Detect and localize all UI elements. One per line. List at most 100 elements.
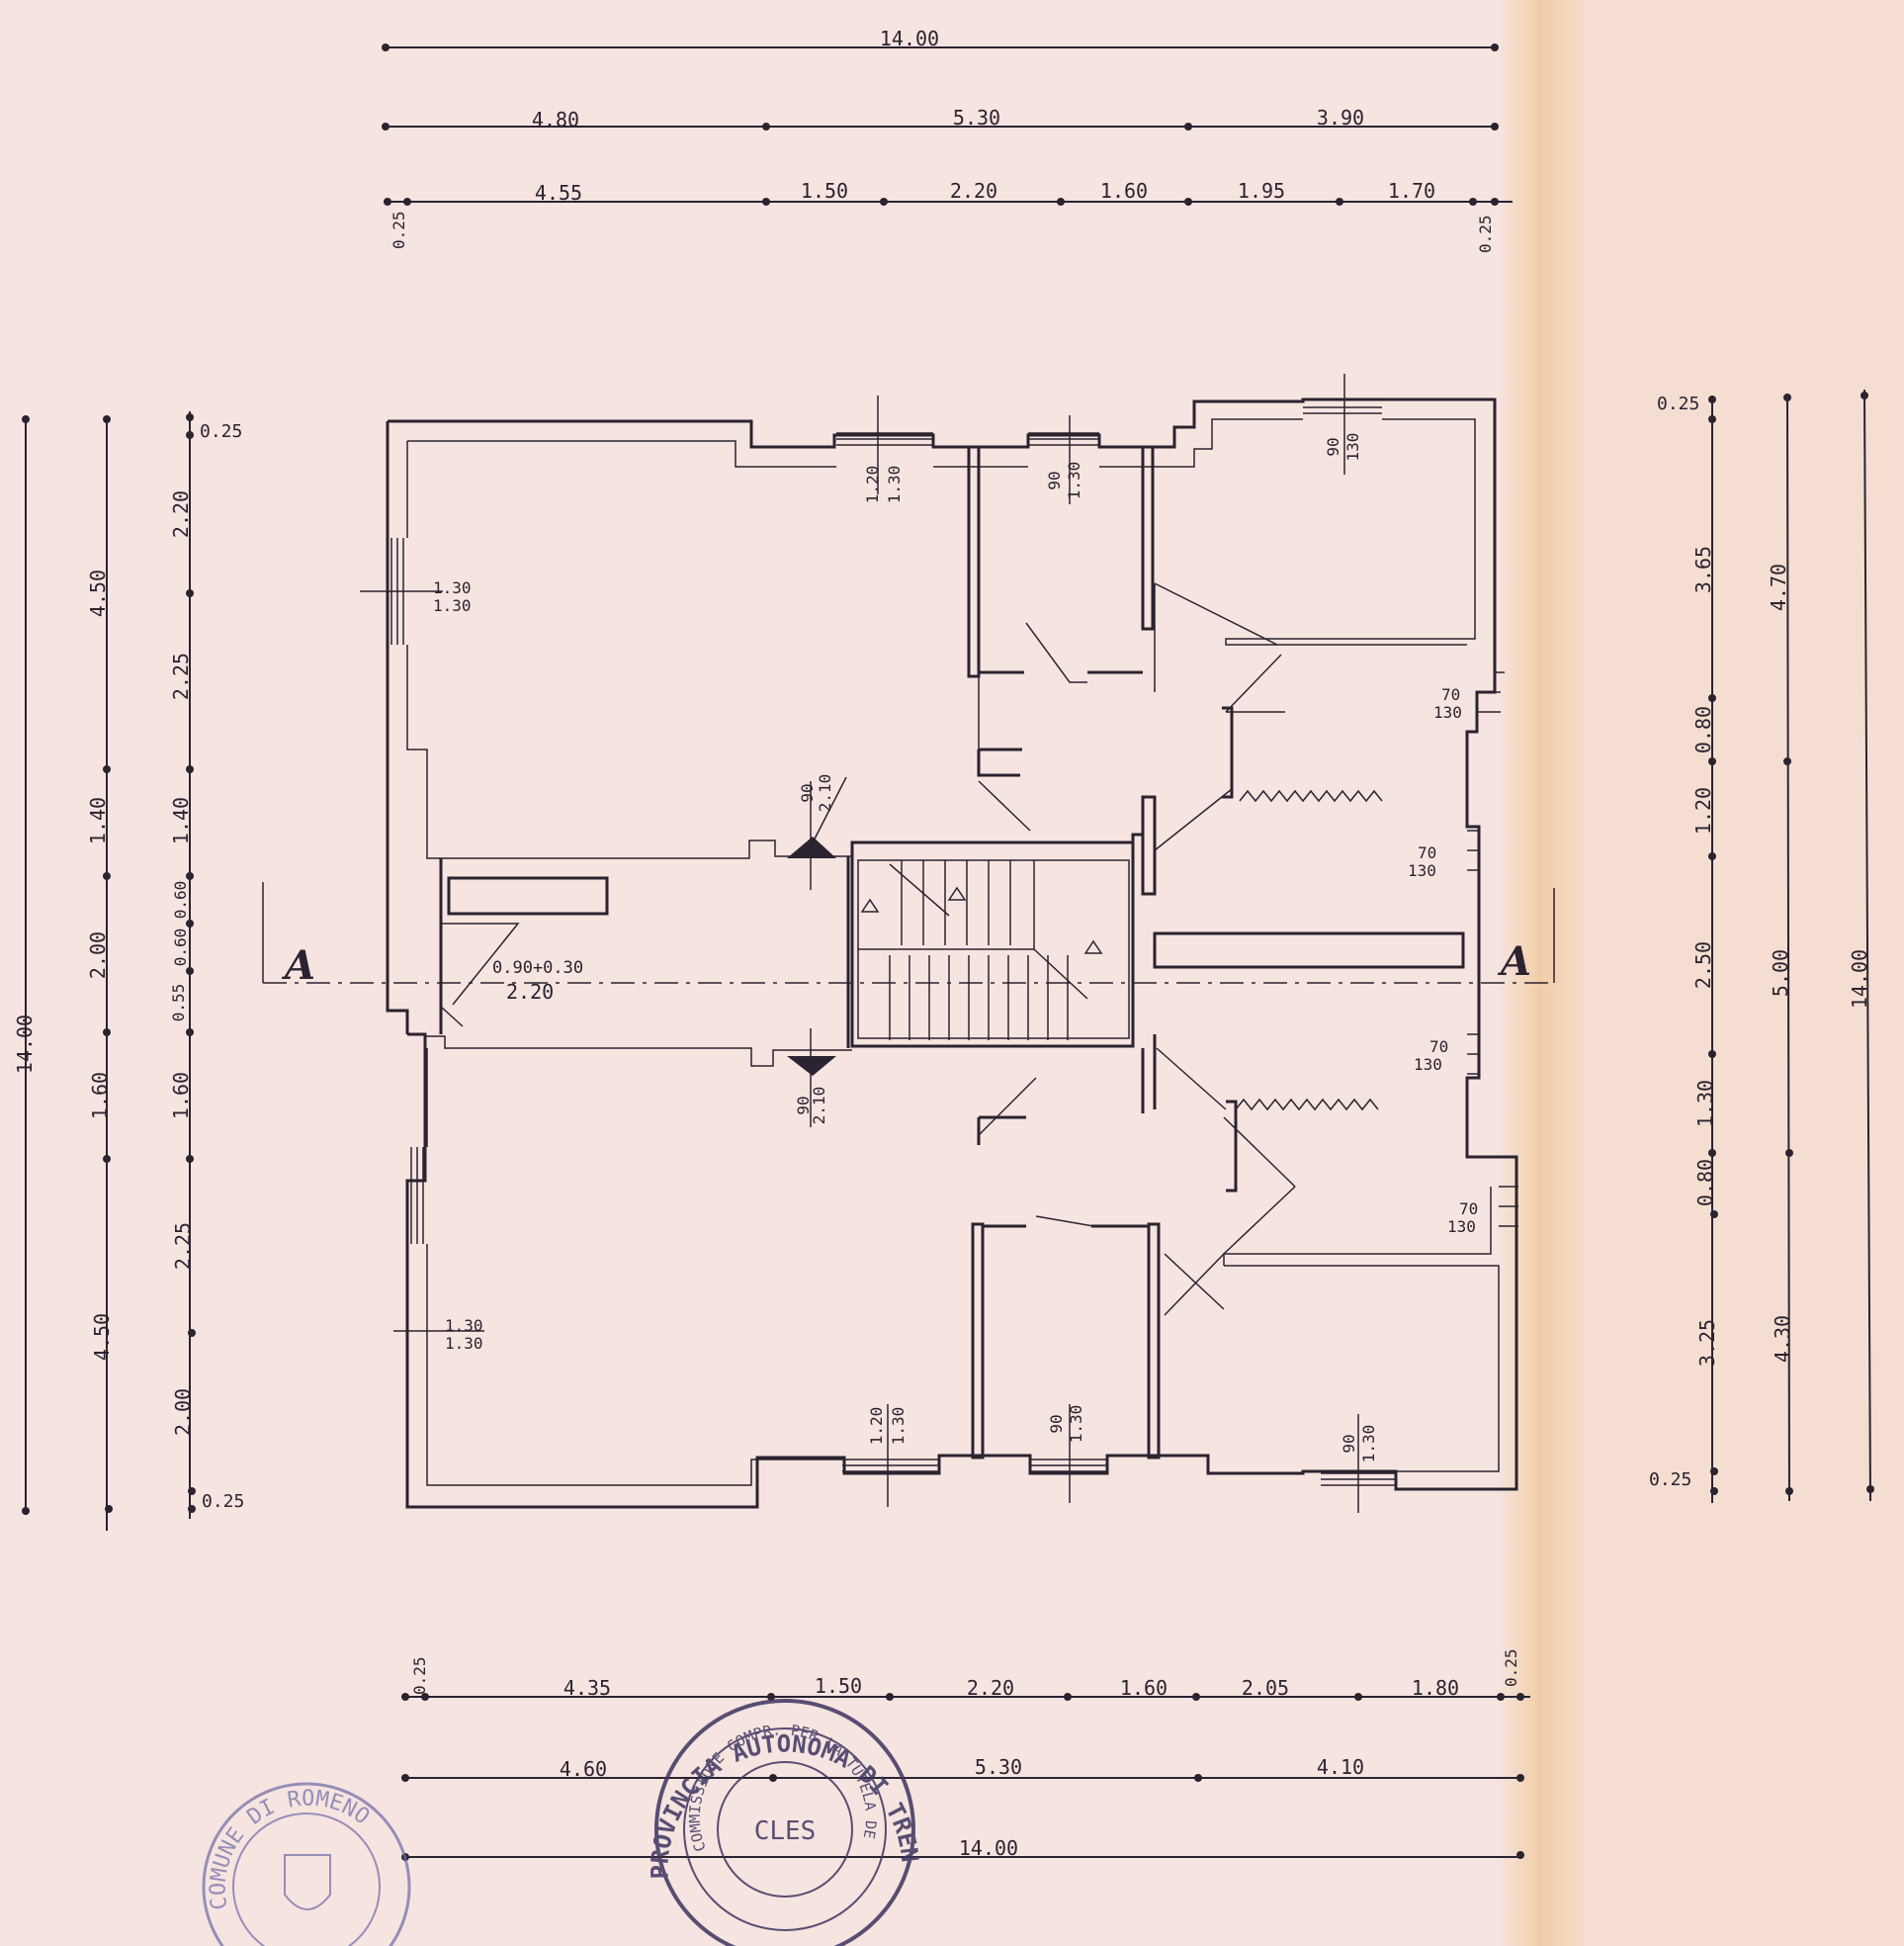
dim-top-end-left: 0.25 <box>389 211 408 249</box>
w-right-4-b: 130 <box>1447 1217 1476 1236</box>
stamp-comune: COMUNE DI ROMENO <box>202 1782 411 1946</box>
dim-bottom-row1-3: 1.60 <box>1120 1676 1168 1700</box>
dim-left-col2-1: 1.40 <box>86 797 110 844</box>
section-line: A A <box>262 882 1555 989</box>
dim-left-col2-4: 4.50 <box>90 1313 114 1361</box>
dim-right-col1-2: 1.20 <box>1691 787 1715 835</box>
opening-labels: 1.20 1.30 90 1.30 90 130 1.30 1.30 1.30 … <box>433 433 1478 1463</box>
dim-top-total: 14.00 <box>880 27 939 50</box>
section-label-right: A <box>1497 938 1531 985</box>
w-bottom-left-b: 1.30 <box>889 1407 908 1446</box>
dim-bottom-row2-0: 4.60 <box>560 1757 607 1781</box>
w-left-top-b: 1.30 <box>433 596 472 615</box>
dim-bottom-end-right: 0.25 <box>1502 1648 1520 1687</box>
dim-right-col1-1: 0.80 <box>1691 706 1715 753</box>
dim-right-col1-0: 3.65 <box>1691 546 1715 593</box>
dim-left-col2-0: 4.50 <box>86 570 110 617</box>
dim-left-end-top: 0.25 <box>200 421 242 442</box>
dim-right-col1-4: 1.30 <box>1693 1080 1717 1127</box>
dim-bottom-end-left: 0.25 <box>410 1656 429 1695</box>
windows <box>360 374 1518 1513</box>
dim-right-col2-2: 4.30 <box>1771 1315 1794 1363</box>
w-top-mid-b: 1.30 <box>1065 462 1083 500</box>
w-right-3-a: 70 <box>1429 1037 1448 1056</box>
dim-right-end-bottom: 0.25 <box>1649 1469 1691 1490</box>
door-bottom-b: 2.10 <box>810 1087 828 1125</box>
dim-top-row3-4: 1.95 <box>1238 179 1285 203</box>
w-left-bottom-b: 1.30 <box>445 1334 483 1353</box>
dim-bottom-row1-4: 2.05 <box>1242 1676 1289 1700</box>
dim-right-total: 14.00 <box>1848 949 1871 1009</box>
stamp-comune-text: COMUNE DI ROMENO <box>207 1787 374 1912</box>
closet-zigzags <box>1235 789 1383 1111</box>
entrance-arrow-top-icon <box>787 837 836 858</box>
w-left-bottom-a: 1.30 <box>445 1316 483 1335</box>
door-top-a: 90 <box>798 783 817 802</box>
building-walls <box>386 398 1518 1509</box>
dim-top-row3-5: 1.70 <box>1388 179 1435 203</box>
dim-left-col3-1: 2.25 <box>169 653 193 700</box>
w-bottom-right-b: 1.30 <box>1359 1425 1378 1463</box>
dim-bottom-row2-2: 4.10 <box>1317 1755 1364 1779</box>
dim-top-row3-2: 2.20 <box>950 179 997 203</box>
dim-top-end-right: 0.25 <box>1476 215 1495 253</box>
door-swings <box>978 582 1296 1316</box>
bottom-dimension-chains: 4.35 1.50 2.20 1.60 2.05 1.80 0.25 0.25 … <box>401 1648 1530 1861</box>
dim-right-col1-3: 2.50 <box>1691 941 1715 989</box>
w-bottom-left-a: 1.20 <box>867 1407 886 1446</box>
dim-right-col1-6: 3.25 <box>1695 1319 1719 1367</box>
entrance-width: 0.90+0.30 <box>492 958 583 978</box>
section-label-left: A <box>281 942 315 989</box>
dim-bottom-row2-1: 5.30 <box>975 1755 1022 1779</box>
dim-bottom-row1-5: 1.80 <box>1412 1676 1459 1700</box>
dim-left-col3-0: 2.20 <box>169 490 193 538</box>
w-bottom-right-a: 90 <box>1340 1434 1358 1453</box>
dim-left-col3-6: 1.60 <box>169 1072 193 1119</box>
dim-bottom-row1-0: 4.35 <box>563 1676 611 1700</box>
dim-left-end-bottom: 0.25 <box>202 1491 244 1512</box>
w-top-mid-a: 90 <box>1045 471 1064 489</box>
w-right-3-b: 130 <box>1414 1055 1442 1074</box>
w-top-left-a: 1.20 <box>863 466 882 504</box>
dim-left-col3-5: 0.55 <box>169 984 188 1022</box>
dim-top-row3-1: 1.50 <box>801 179 848 203</box>
w-right-1-a: 70 <box>1441 685 1460 704</box>
stamp-provincia-center: CLES <box>754 1816 817 1846</box>
w-bottom-mid-a: 90 <box>1047 1414 1066 1433</box>
dim-left-col2-3: 1.60 <box>88 1072 112 1119</box>
dim-bottom-total: 14.00 <box>959 1836 1018 1860</box>
entrance-height: 2.20 <box>506 980 554 1004</box>
right-dimension-chains: 3.65 0.80 1.20 2.50 1.30 0.80 3.25 0.25 … <box>1649 389 1874 1503</box>
door-top-b: 2.10 <box>816 774 834 813</box>
w-top-left-b: 1.30 <box>885 466 904 504</box>
w-top-right-a: 90 <box>1324 437 1342 456</box>
w-top-right-b: 130 <box>1343 433 1362 462</box>
stamp-provincia-outer: PROVINCIA AUTONOMA DI TRENTO <box>0 0 923 1880</box>
paper-fold-tint <box>1542 0 1904 1946</box>
dim-right-col2-1: 5.00 <box>1769 949 1792 997</box>
dim-right-col2-0: 4.70 <box>1767 564 1790 611</box>
dim-left-col3-3: 0.60 <box>171 881 190 920</box>
dim-right-end-top: 0.25 <box>1657 394 1699 414</box>
stamp-provincia: PROVINCIA AUTONOMA DI TRENTO COMMISSIONE… <box>0 0 923 1946</box>
w-bottom-mid-b: 1.30 <box>1067 1405 1085 1444</box>
dim-top-row2-0: 4.80 <box>532 108 579 132</box>
dim-left-col3-7: 2.25 <box>171 1222 195 1270</box>
door-bottom-a: 90 <box>794 1096 813 1114</box>
w-left-top-a: 1.30 <box>433 578 472 597</box>
w-right-4-a: 70 <box>1459 1199 1478 1218</box>
dim-bottom-row1-1: 1.50 <box>815 1674 862 1698</box>
dim-left-total: 14.00 <box>13 1015 37 1074</box>
dim-bottom-row1-2: 2.20 <box>967 1676 1014 1700</box>
shield-emblem-icon <box>284 1854 331 1910</box>
dim-top-row3-3: 1.60 <box>1100 179 1148 203</box>
entrance-arrow-bottom-icon <box>787 1056 836 1076</box>
top-dimension-chains: 14.00 4.80 5.30 3.90 4.55 1.50 2.20 1.60… <box>382 27 1513 253</box>
w-right-2-a: 70 <box>1418 843 1436 862</box>
left-dimension-chains: 14.00 4.50 1.40 2.00 1.60 4.50 2.20 2.25… <box>13 411 244 1531</box>
paper-fold-band <box>1498 0 1587 1946</box>
dim-top-row3-0: 4.55 <box>535 181 582 205</box>
dim-left-col2-2: 2.00 <box>86 931 110 979</box>
